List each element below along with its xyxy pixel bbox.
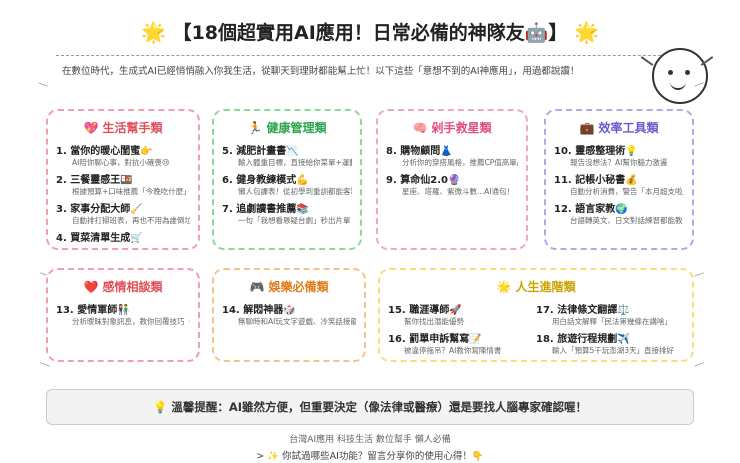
list-item: 7. 追劇讀書推薦📚 一句「我想看懸疑台劇」秒出片單 xyxy=(222,204,351,225)
header-divider xyxy=(56,55,686,56)
card-title: 🧠 剁手救星類 xyxy=(412,121,492,135)
list-item: 13. 愛情軍師👫 分析曖昧對象訊息，教你回覆技巧（笑） xyxy=(56,305,190,326)
decorative-tick xyxy=(694,362,704,367)
card-relationship: ❤️ 感情相談類 13. 愛情軍師👫 分析曖昧對象訊息，教你回覆技巧（笑） xyxy=(46,268,200,362)
card-entertainment: 🎮 娛樂必備類 14. 解悶神器🎲 無聊時和AI玩文字遊戲、冷笑話接龍 xyxy=(212,268,366,362)
hashtag-line: 台灣AI應用 科技生活 數位幫手 懶人必備 xyxy=(289,435,451,445)
decorative-tick xyxy=(40,362,50,367)
list-item: 11. 記帳小秘書💰 自動分析消費，警告「本月超支啦」 xyxy=(554,175,684,196)
smiley-face-icon xyxy=(652,48,708,104)
card-health: 🏃 健康管理類 5. 減肥計畫書📉 輸入體重目標，直接給你菜單+運動表 6. 健… xyxy=(212,109,362,250)
card-title: 🏃 健康管理類 xyxy=(247,121,327,135)
list-item: 15. 職涯導師🚀 幫你找出潛能優勢 xyxy=(388,305,464,326)
card-shopping: 🧠 剁手救星類 8. 購物顧問👗 分析你的穿搭風格，推薦CP值高單品 9. 算命… xyxy=(376,109,528,250)
list-item: 1. 當你的暖心閨蜜👉 AI陪你聊心事，對抗小確喪😢 xyxy=(56,146,170,167)
reminder-banner: 💡 溫馨提醒：AI雖然方便，但重要決定（像法律或醫療）還是要找人腦專家確認喔！ xyxy=(46,389,694,425)
list-item: 12. 語言家教🌍 台語轉英文、日文對話練習都能教 xyxy=(554,204,683,225)
decorative-tick xyxy=(38,82,48,87)
card-efficiency: 💼 效率工具類 10. 靈感整理術💡 報告沒想法？AI幫你腦力激盪 11. 記帳… xyxy=(544,109,694,250)
list-item: 14. 解悶神器🎲 無聊時和AI玩文字遊戲、冷笑話接龍 xyxy=(222,305,356,326)
list-item: 18. 旅遊行程規劃✈️ 輸入「預算5千玩澎湖3天」直接排好 xyxy=(536,334,675,355)
card-title: 🌟 人生進階類 xyxy=(496,280,576,294)
title-text: 【18個超實用AI應用！日常必備的神隊友🤖】 xyxy=(172,22,568,44)
list-item: 17. 法律條文翻譯⚖️ 用白話文解釋「民法第幾條在講啥」 xyxy=(536,305,672,326)
intro-text: 在數位時代，生成式AI已經悄悄融入你我生活，從聊天到理財都能幫上忙！以下這些「意… xyxy=(62,66,580,77)
list-item: 9. 算命仙2.0🔮 星座、塔羅、紫微斗數...AI通包！ xyxy=(386,175,514,196)
list-item: 3. 家事分配大師🧹 自動排打掃班表，再也不用為誰倒垃圾吵架！ xyxy=(56,204,190,225)
card-life-advance: 🌟 人生進階類 15. 職涯導師🚀 幫你找出潛能優勢 16. 罰單申訴幫寫📝 被… xyxy=(378,268,694,362)
call-to-action: > ✨ 你試過哪些AI功能？留言分享你的使用心得！👇 xyxy=(256,451,484,462)
card-title: 💖 生活幫手類 xyxy=(83,121,163,135)
list-item: 5. 減肥計畫書📉 輸入體重目標，直接給你菜單+運動表 xyxy=(222,146,352,167)
card-life-helper: 💖 生活幫手類 1. 當你的暖心閨蜜👉 AI陪你聊心事，對抗小確喪😢 2. 三餐… xyxy=(46,109,200,250)
list-item: 16. 罰單申訴幫寫📝 被違停拖吊？AI教你寫陳情書 xyxy=(388,334,502,355)
list-item: 2. 三餐靈感王🍱 根據預算+口味推薦「今晚吃什麼」 xyxy=(56,175,190,196)
star-icon: 🌟 xyxy=(141,20,166,44)
list-item: 10. 靈感整理術💡 報告沒想法？AI幫你腦力激盪 xyxy=(554,146,668,167)
decorative-tick xyxy=(694,272,704,277)
list-item: 4. 買菜清單生成🛒 xyxy=(56,233,143,244)
card-title: 💼 效率工具類 xyxy=(579,121,659,135)
list-item: 8. 購物顧問👗 分析你的穿搭風格，推薦CP值高單品 xyxy=(386,146,518,167)
page-title: 🌟 【18個超實用AI應用！日常必備的神隊友🤖】 🌟 xyxy=(0,18,740,45)
list-item: 6. 健身教練模式💪 懶人包課表！從初學到重訓都能客製 xyxy=(222,175,352,196)
card-title: 🎮 娛樂必備類 xyxy=(249,280,329,294)
card-title: ❤️ 感情相談類 xyxy=(83,280,163,294)
star-icon: 🌟 xyxy=(574,20,599,44)
